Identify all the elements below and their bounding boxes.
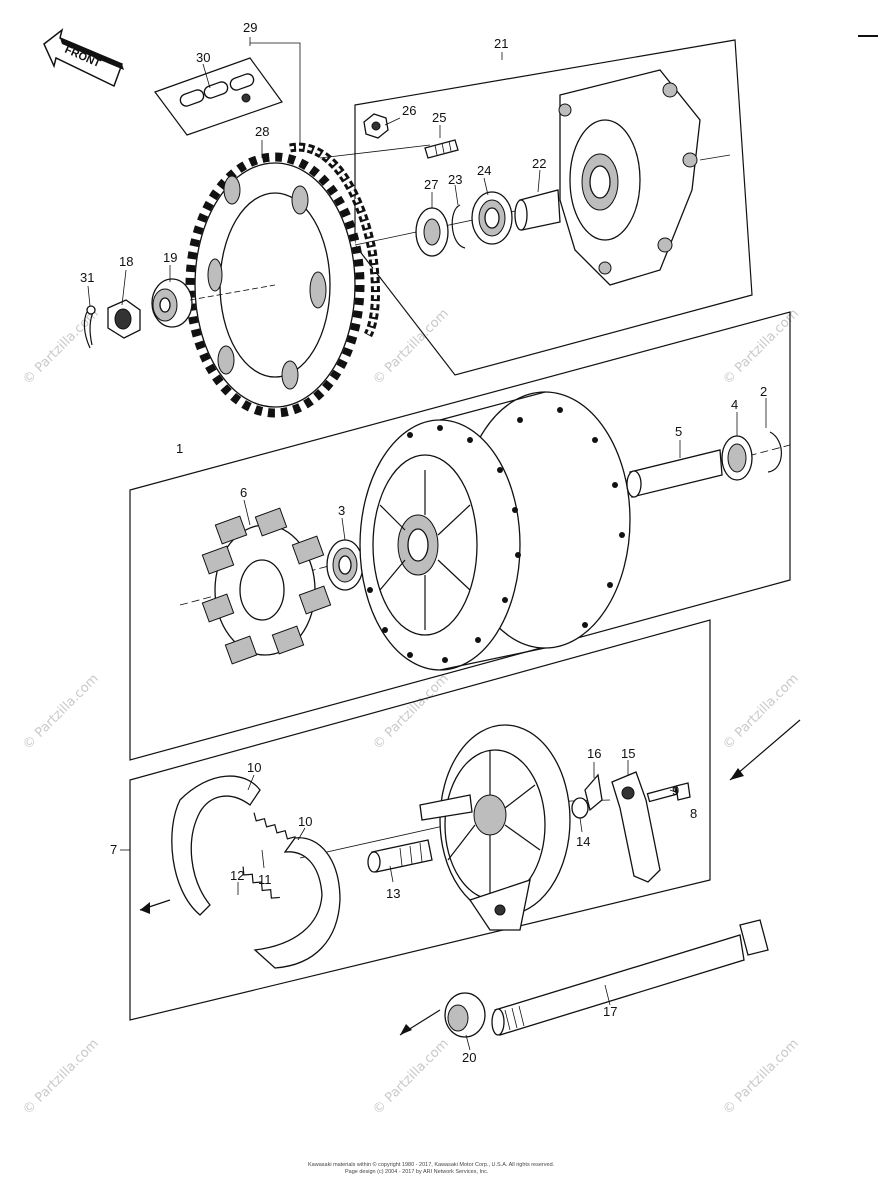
label-part-22: 22 bbox=[532, 156, 546, 171]
hub-bearing bbox=[471, 191, 513, 245]
label-part-27: 27 bbox=[424, 177, 438, 192]
copyright-line-1: Kawasaki materials within © copyright 19… bbox=[308, 1161, 555, 1168]
brake-spring-lower bbox=[242, 866, 280, 899]
brake-panel bbox=[419, 724, 571, 931]
wheel-hub bbox=[359, 391, 631, 671]
label-part-16: 16 bbox=[587, 746, 601, 761]
label-part-9: 9 bbox=[672, 783, 679, 798]
label-part-14: 14 bbox=[576, 834, 590, 849]
wheel-bearing-left bbox=[326, 539, 364, 591]
label-part-26: 26 bbox=[402, 103, 416, 118]
hub-group-frame bbox=[354, 39, 753, 376]
front-arrow-icon: FRONT bbox=[43, 28, 124, 88]
hub-nut bbox=[363, 113, 389, 139]
label-part-30: 30 bbox=[196, 50, 210, 65]
label-part-28: 28 bbox=[255, 124, 269, 139]
brake-cam bbox=[367, 839, 433, 873]
circlip bbox=[451, 204, 466, 249]
label-part-7: 7 bbox=[110, 842, 117, 857]
part-labels: 30 29 28 31 18 19 21 26 25 27 23 24 22 1… bbox=[80, 20, 767, 1065]
label-part-31: 31 bbox=[80, 270, 94, 285]
hub-damper bbox=[201, 507, 332, 665]
brake-spring-upper bbox=[253, 812, 296, 840]
wheel-group-frame bbox=[129, 311, 791, 761]
label-part-11: 11 bbox=[258, 872, 272, 887]
brake-group-frame bbox=[129, 619, 711, 1021]
sprocket-collar bbox=[151, 278, 193, 328]
hub-stud bbox=[424, 139, 459, 159]
rear-axle bbox=[491, 919, 769, 1036]
label-part-5: 5 bbox=[675, 424, 682, 439]
wheel-circlip bbox=[767, 431, 782, 473]
label-part-23: 23 bbox=[448, 172, 462, 187]
brake-shoe-left bbox=[171, 775, 261, 916]
label-part-3: 3 bbox=[338, 503, 345, 518]
label-part-6: 6 bbox=[240, 485, 247, 500]
label-part-8: 8 bbox=[690, 806, 697, 821]
brake-cam-lever bbox=[611, 771, 661, 883]
label-part-20: 20 bbox=[462, 1050, 476, 1065]
chain-joint-part bbox=[154, 57, 283, 136]
label-part-19: 19 bbox=[163, 250, 177, 265]
label-part-2: 2 bbox=[760, 384, 767, 399]
label-part-12: 12 bbox=[230, 868, 244, 883]
label-part-29: 29 bbox=[243, 20, 257, 35]
lever-bolt bbox=[646, 782, 691, 803]
copyright-footer: Kawasaki materials within © copyright 19… bbox=[308, 1161, 555, 1175]
label-part-1: 1 bbox=[176, 441, 183, 456]
label-part-10-lower: 10 bbox=[298, 814, 312, 829]
brake-shoe-right bbox=[253, 837, 341, 969]
cotter-pin bbox=[83, 305, 96, 349]
axle-collar bbox=[444, 992, 486, 1038]
watermark: © Partzilla.com bbox=[370, 1036, 452, 1118]
watermark: © Partzilla.com bbox=[20, 1036, 102, 1118]
sprocket-hub bbox=[558, 69, 731, 286]
castle-nut bbox=[107, 299, 141, 339]
label-part-15: 15 bbox=[621, 746, 635, 761]
hub-spacer bbox=[514, 189, 561, 231]
cam-seal bbox=[571, 797, 589, 819]
drive-chain bbox=[250, 42, 380, 338]
oil-seal bbox=[415, 207, 449, 257]
label-part-4: 4 bbox=[731, 397, 738, 412]
label-part-21: 21 bbox=[494, 36, 508, 51]
label-part-13: 13 bbox=[386, 886, 400, 901]
wear-indicator bbox=[584, 773, 603, 812]
label-part-25: 25 bbox=[432, 110, 446, 125]
watermark: © Partzilla.com bbox=[20, 671, 102, 753]
leader-lines bbox=[87, 37, 767, 1051]
label-part-18: 18 bbox=[119, 254, 133, 269]
copyright-line-2: Page design (c) 2004 - 2017 by ARI Netwo… bbox=[345, 1169, 489, 1175]
wheel-bearing-right bbox=[721, 435, 753, 481]
watermark: © Partzilla.com bbox=[720, 671, 802, 753]
label-part-24: 24 bbox=[477, 163, 491, 178]
label-part-10-upper: 10 bbox=[247, 760, 261, 775]
label-part-17: 17 bbox=[603, 1004, 617, 1019]
watermark: © Partzilla.com bbox=[720, 1036, 802, 1118]
axle-spacer bbox=[626, 449, 723, 498]
